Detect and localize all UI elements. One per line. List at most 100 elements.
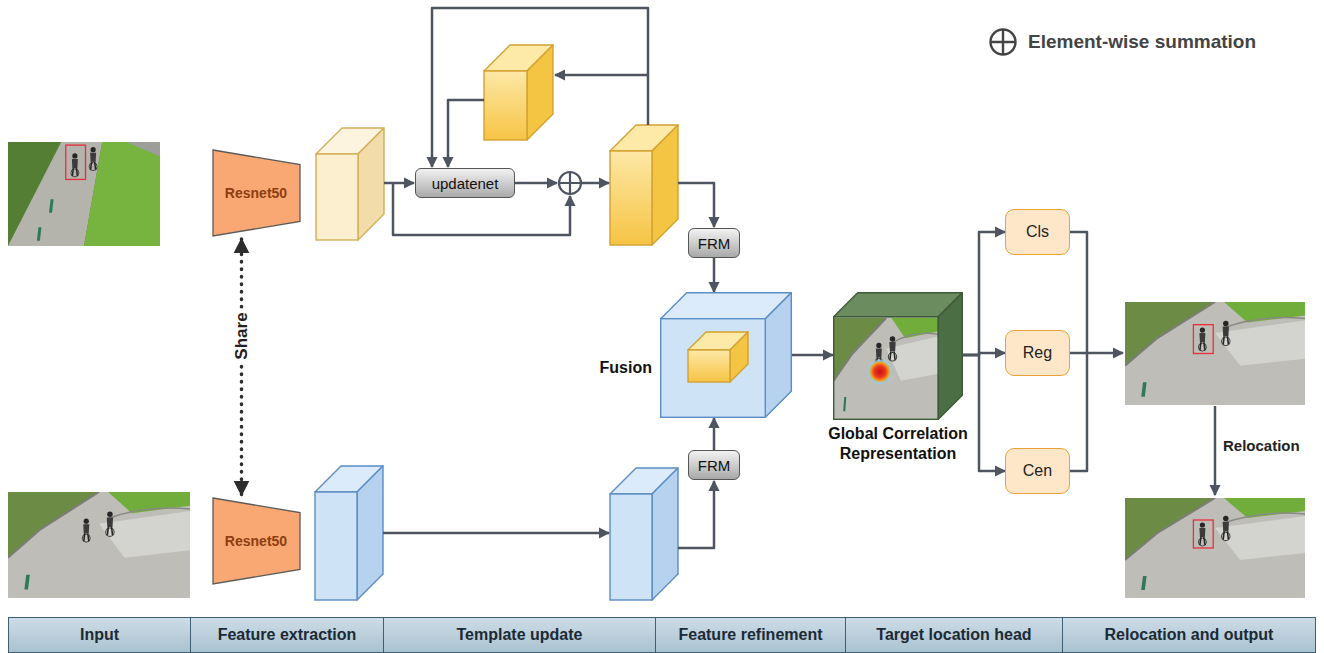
stage-cell: Input: [8, 617, 191, 653]
illustration-part: [1141, 576, 1146, 590]
node-label: Relocation and output: [1105, 626, 1274, 644]
node-label: Input: [80, 626, 119, 644]
node-label: FRM: [698, 235, 731, 252]
illustration-part: [71, 169, 79, 177]
response-peak: [867, 359, 893, 385]
illustration-part: [8, 492, 190, 598]
cube-front: [688, 350, 730, 382]
process-box: updatenet: [415, 168, 515, 198]
illustration-part: [91, 147, 96, 152]
cube-front: [484, 71, 527, 140]
shape-part: [834, 318, 939, 419]
illustration-part: [90, 153, 96, 162]
person-figure: [1198, 522, 1206, 546]
illustration-part: [1224, 498, 1305, 518]
shape-part: [886, 336, 938, 381]
illustration-part: [127, 142, 160, 157]
illustration-part: [1199, 528, 1205, 537]
illustration-part: [107, 512, 112, 517]
cube-front: [661, 319, 766, 418]
flow-arrow: [1214, 406, 1217, 495]
illustration-part: [1198, 538, 1206, 546]
illustration-part: [24, 575, 29, 590]
node-label: Reg: [1023, 344, 1052, 362]
flow-arrow: [383, 532, 609, 535]
cube-side: [357, 466, 383, 600]
illustration-part: [8, 142, 160, 246]
illustration-part: [559, 172, 581, 194]
stage-cell: Feature refinement: [655, 617, 846, 653]
node-label: Cls: [1026, 223, 1049, 241]
photo: [834, 318, 939, 419]
illustration-part: [72, 159, 78, 168]
trapezoid: [213, 498, 300, 584]
illustration-part: [1200, 537, 1205, 545]
feature-cube: [315, 466, 383, 600]
legend-row: Element-wise summation: [988, 26, 1256, 58]
photo: [8, 492, 190, 598]
illustration-part: [1224, 318, 1305, 328]
cube-side: [652, 125, 678, 245]
cube-front: [315, 492, 357, 600]
backbone-block: Resnet50: [213, 150, 300, 236]
shape-part: [891, 333, 938, 343]
legend-label: Element-wise summation: [1028, 31, 1256, 53]
illustration-part: [8, 492, 99, 558]
stage-cell: Template update: [383, 617, 656, 653]
node-label: Resnet50: [225, 533, 287, 549]
feature-cube: [484, 45, 553, 140]
cube-side: [765, 293, 791, 418]
illustration-part: [1223, 522, 1229, 531]
illustration-part: [1125, 302, 1305, 405]
illustration-part: [91, 162, 96, 170]
legend: Element-wise summation: [988, 26, 1256, 58]
node-label: FRM: [698, 457, 731, 474]
node-label: Global Correlation Representation: [818, 424, 978, 464]
person-figure: [106, 512, 114, 537]
illustration-part: [1125, 498, 1215, 560]
person-figure: [71, 153, 79, 177]
cube-front: [610, 494, 652, 600]
person-figure: [82, 519, 90, 543]
illustration-part: [89, 163, 97, 171]
stage-cell: Feature extraction: [190, 617, 384, 653]
flow-arrow: [432, 8, 648, 167]
illustration-part: [1223, 516, 1228, 521]
illustration-part: [108, 508, 190, 519]
node-shape: [660, 292, 792, 418]
illustration-part: [82, 534, 90, 542]
person-figure: [888, 336, 896, 361]
illustration-part: [1125, 302, 1215, 366]
illustration-part: [1141, 382, 1146, 396]
head-box: Reg: [1005, 330, 1070, 376]
illustration-part: [1224, 302, 1305, 323]
illustration-part: [84, 519, 89, 524]
illustration-part: [1215, 516, 1305, 560]
illustration-part: [1215, 321, 1305, 366]
shape-part: [876, 343, 881, 348]
edge-label: Share: [231, 309, 253, 364]
cube-front: [610, 151, 652, 245]
feature-cube: [610, 125, 678, 245]
illustration-part: [1125, 498, 1215, 560]
person-figure: [1222, 321, 1230, 346]
target-box: [1193, 520, 1213, 548]
person-figure: [89, 147, 97, 171]
photo: [1125, 498, 1305, 598]
illustration-part: [37, 227, 42, 241]
flow-arrow: [678, 183, 714, 227]
flow-arrow: [555, 74, 648, 77]
illustration-part: [84, 533, 89, 541]
shape-part: [890, 336, 895, 341]
connector: [240, 239, 244, 495]
person-figure: [1222, 516, 1230, 541]
illustration-part: [84, 142, 160, 246]
cube-side: [358, 128, 384, 240]
illustration-part: [1224, 513, 1305, 523]
illustration-part: [1200, 327, 1205, 332]
node-shape: [833, 292, 963, 420]
flow-arrow: [678, 481, 714, 548]
illustration-part: [1125, 498, 1305, 598]
cube-side: [652, 468, 678, 600]
